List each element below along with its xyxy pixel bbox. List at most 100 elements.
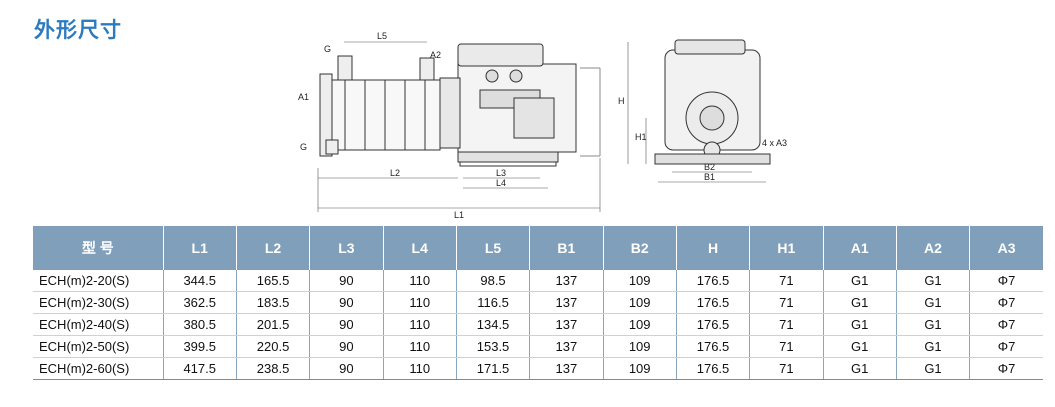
cell-a2: G1 (896, 335, 971, 358)
cell-l2: 220.5 (236, 335, 311, 358)
cell-b2: 109 (603, 357, 677, 380)
cell-model: ECH(m)2-40(S) (33, 313, 164, 336)
cell-l3: 90 (309, 335, 384, 358)
table-header-row: 型 号 L1 L2 L3 L4 L5 B1 B2 H H1 A1 A2 A3 (33, 226, 1043, 270)
side-view-dimensions (317, 41, 601, 212)
cell-l4: 110 (383, 291, 457, 314)
cell-l3: 90 (309, 313, 384, 336)
cell-a2: G1 (896, 313, 971, 336)
cell-a3: Φ7 (969, 313, 1043, 336)
cell-b1: 137 (529, 270, 604, 292)
col-header-b2: B2 (603, 226, 677, 270)
cell-a1: G1 (823, 357, 897, 380)
cell-l5: 98.5 (456, 270, 531, 292)
page-title: 外形尺寸 (34, 18, 122, 42)
cell-l4: 110 (383, 313, 457, 336)
col-header-l1: L1 (163, 226, 237, 270)
col-header-l5: L5 (456, 226, 531, 270)
col-header-h: H (676, 226, 751, 270)
cell-b2: 109 (603, 291, 677, 314)
cell-a1: G1 (823, 270, 897, 292)
end-view-dimensions (627, 42, 766, 183)
cell-h: 176.5 (676, 357, 751, 380)
col-header-a2: A2 (896, 226, 971, 270)
cell-a2: G1 (896, 270, 971, 292)
col-header-h1: H1 (749, 226, 824, 270)
dimension-table: 型 号 L1 L2 L3 L4 L5 B1 B2 H H1 A1 A2 A3 E… (33, 226, 1043, 380)
label-a1: A1 (298, 92, 309, 102)
label-h1: H1 (635, 132, 647, 142)
cell-l5: 153.5 (456, 335, 531, 358)
cell-a3: Φ7 (969, 291, 1043, 314)
cell-b2: 109 (603, 313, 677, 336)
cell-model: ECH(m)2-20(S) (33, 270, 164, 292)
cell-b2: 109 (603, 335, 677, 358)
cell-model: ECH(m)2-30(S) (33, 291, 164, 314)
col-header-a1: A1 (823, 226, 897, 270)
cell-model: ECH(m)2-60(S) (33, 357, 164, 380)
cell-l2: 165.5 (236, 270, 311, 292)
cell-b2: 109 (603, 270, 677, 292)
cell-h: 176.5 (676, 313, 751, 336)
cell-a3: Φ7 (969, 335, 1043, 358)
col-header-a3: A3 (969, 226, 1043, 270)
cell-h: 176.5 (676, 291, 751, 314)
label-b1: B1 (704, 172, 715, 182)
cell-model: ECH(m)2-50(S) (33, 335, 164, 358)
pump-end-view (654, 39, 771, 165)
cell-h: 176.5 (676, 270, 751, 292)
col-header-l4: L4 (383, 226, 457, 270)
label-g-bottom: G (300, 142, 307, 152)
cell-l2: 238.5 (236, 357, 311, 380)
cell-l2: 201.5 (236, 313, 311, 336)
cell-a3: Φ7 (969, 357, 1043, 380)
pump-dimension-drawing: G L5 A2 A1 G L2 L3 L4 L1 H H1 B2 B1 4 x … (298, 31, 787, 218)
cell-b1: 137 (529, 313, 604, 336)
col-header-l2: L2 (236, 226, 311, 270)
cell-l1: 344.5 (163, 270, 237, 292)
table-row: ECH(m)2-40(S) 380.5 201.5 90 110 134.5 1… (33, 313, 1043, 336)
label-g-top: G (324, 44, 331, 54)
cell-l4: 110 (383, 357, 457, 380)
cell-h1: 71 (749, 291, 824, 314)
cell-l5: 116.5 (456, 291, 531, 314)
cell-l1: 417.5 (163, 357, 237, 380)
cell-l3: 90 (309, 291, 384, 314)
cell-l3: 90 (309, 270, 384, 292)
cell-a1: G1 (823, 291, 897, 314)
cell-l1: 362.5 (163, 291, 237, 314)
cell-h: 176.5 (676, 335, 751, 358)
cell-h1: 71 (749, 335, 824, 358)
cell-a2: G1 (896, 291, 971, 314)
cell-a1: G1 (823, 335, 897, 358)
label-a2: A2 (430, 50, 441, 60)
label-l3: L3 (496, 168, 506, 178)
cell-l4: 110 (383, 270, 457, 292)
label-l4: L4 (496, 178, 506, 188)
pump-side-view (319, 43, 601, 167)
table-row: ECH(m)2-50(S) 399.5 220.5 90 110 153.5 1… (33, 335, 1043, 358)
cell-a3: Φ7 (969, 270, 1043, 292)
cell-l3: 90 (309, 357, 384, 380)
table-row: ECH(m)2-30(S) 362.5 183.5 90 110 116.5 1… (33, 291, 1043, 314)
table-row: ECH(m)2-60(S) 417.5 238.5 90 110 171.5 1… (33, 357, 1043, 380)
label-l5: L5 (377, 31, 387, 41)
cell-l5: 134.5 (456, 313, 531, 336)
cell-l1: 399.5 (163, 335, 237, 358)
cell-b1: 137 (529, 357, 604, 380)
col-header-b1: B1 (529, 226, 604, 270)
cell-b1: 137 (529, 291, 604, 314)
table-row: ECH(m)2-20(S) 344.5 165.5 90 110 98.5 13… (33, 270, 1043, 292)
label-l1: L1 (454, 210, 464, 218)
label-l2: L2 (390, 168, 400, 178)
label-h: H (618, 96, 625, 106)
cell-l2: 183.5 (236, 291, 311, 314)
label-b2: B2 (704, 162, 715, 172)
cell-l1: 380.5 (163, 313, 237, 336)
cell-a2: G1 (896, 357, 971, 380)
cell-b1: 137 (529, 335, 604, 358)
cell-l4: 110 (383, 335, 457, 358)
cell-h1: 71 (749, 270, 824, 292)
cell-h1: 71 (749, 313, 824, 336)
cell-a1: G1 (823, 313, 897, 336)
